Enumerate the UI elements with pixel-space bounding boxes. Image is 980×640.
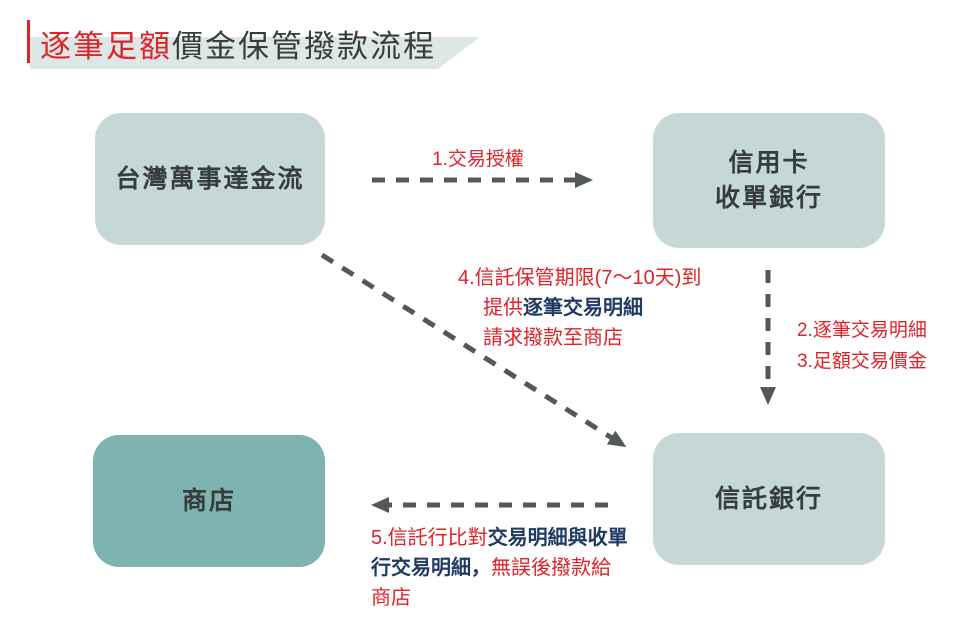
label-step1: 1.交易授權	[432, 149, 524, 170]
node-acquiring-bank: 信用卡 收單銀行	[653, 113, 885, 248]
label-step4: 4.信託保管期限(7～10天)到 提供逐筆交易明細 請求撥款至商店	[458, 263, 701, 353]
label-step2-3: 2.逐筆交易明細 3.足額交易價金	[797, 315, 927, 377]
node-merchant: 商店	[93, 435, 325, 567]
label-step5-line1: 5.信託行比對交易明細與收單	[371, 527, 628, 549]
label-step5-line2: 行交易明細，無誤後撥款給	[371, 557, 611, 579]
label-step2: 2.逐筆交易明細	[797, 320, 927, 341]
label-step3: 3.足額交易價金	[797, 351, 927, 372]
node-acquiring-bank-label: 信用卡 收單銀行	[714, 148, 823, 212]
label-step5: 5.信託行比對交易明細與收單 行交易明細，無誤後撥款給 商店	[371, 523, 628, 613]
label-step4-line2: 提供逐筆交易明細	[483, 297, 643, 319]
label-step4-line1: 4.信託保管期限(7～10天)到	[458, 267, 702, 289]
node-merchant-label: 商店	[181, 486, 236, 515]
title-highlight-band	[30, 37, 480, 69]
page-title-rest: 價金保管撥款流程	[172, 29, 436, 64]
title-accent-bar	[27, 20, 30, 63]
page-title: 逐筆足額價金保管撥款流程	[40, 21, 436, 66]
label-step5-line3: 商店	[371, 587, 411, 609]
node-payment-gateway: 台灣萬事達金流	[95, 113, 325, 245]
page-title-highlight: 逐筆足額	[40, 29, 172, 64]
node-payment-gateway-label: 台灣萬事達金流	[115, 164, 305, 193]
node-trust-bank-label: 信託銀行	[714, 484, 823, 513]
label-step4-line3: 請求撥款至商店	[483, 327, 623, 349]
node-trust-bank: 信託銀行	[653, 433, 885, 565]
